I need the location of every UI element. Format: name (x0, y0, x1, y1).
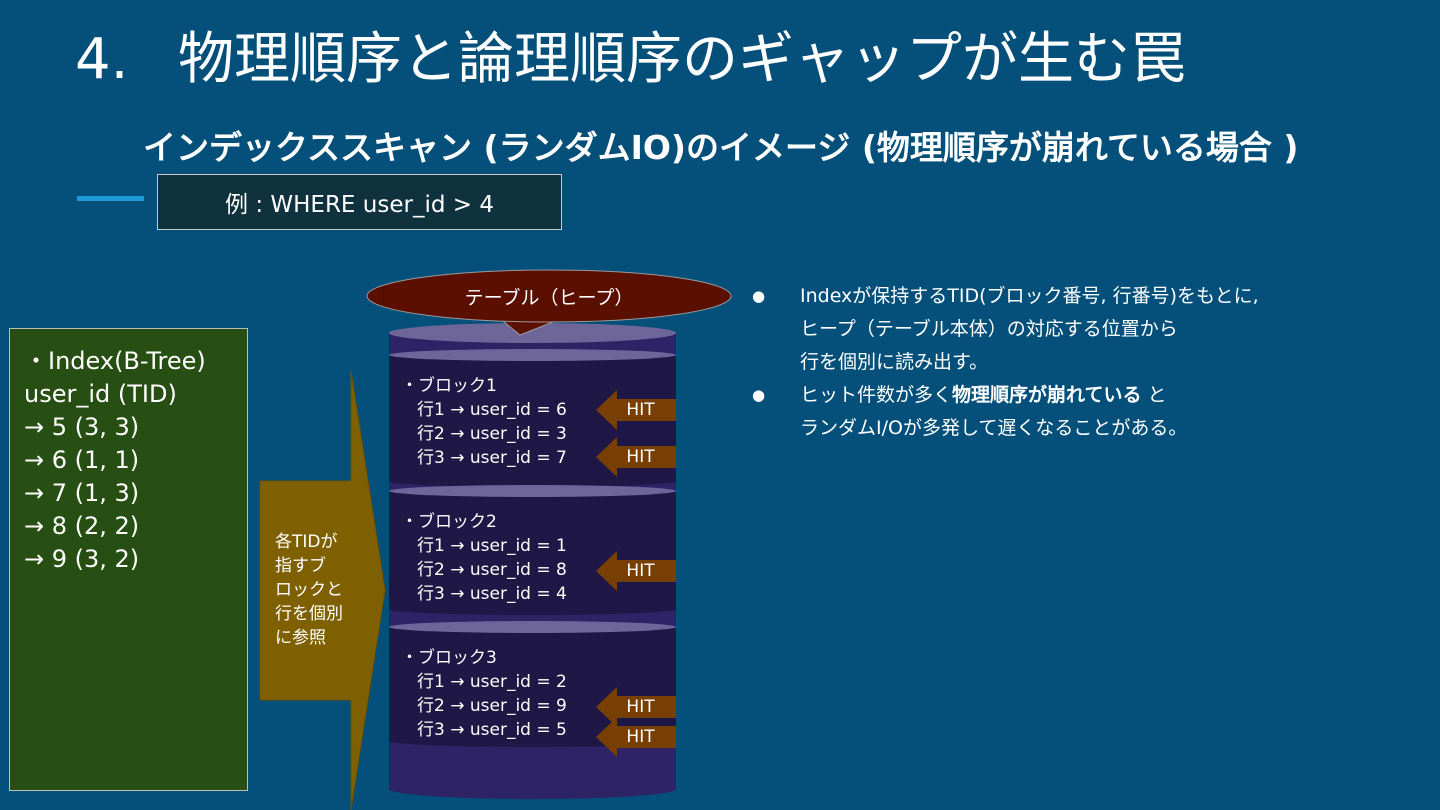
hit-label: HIT (626, 447, 655, 467)
bullet-emphasis: 物理順序が崩れている (952, 384, 1142, 406)
heap-cylinder-bottom (389, 779, 676, 799)
block-2-bottom (389, 603, 676, 615)
arrow-label-line: ロックと (275, 580, 343, 600)
example-query-box: 例 : WHERE user_id > 4 (157, 174, 562, 230)
slide-number: 4. (75, 27, 129, 92)
heap-label-ellipse (366, 269, 732, 323)
index-column-header: user_id (TID) (24, 380, 177, 408)
block-1-title: ・ブロック1 (401, 376, 497, 396)
block-1-row-3: 行3 → user_id = 7 (417, 448, 567, 468)
bullet-line: 行を個別に読み出す。 (800, 351, 989, 373)
bullet-dot-icon: ● (752, 287, 766, 305)
bullet-dot-icon: ● (752, 386, 766, 404)
slide-title: 物理順序と論理順序のギャップが生む罠 (178, 27, 1186, 92)
arrow-label-line: に参照 (275, 628, 326, 648)
heap-cylinder-top (389, 323, 676, 343)
hit-arrow-block2-row2 (596, 551, 676, 591)
hit-arrow-block1-row3 (596, 437, 676, 477)
arrow-label-line: 行を個別 (275, 604, 343, 624)
hit-arrow-block1-row1 (596, 390, 676, 430)
bullet-line: ヒープ（テーブル本体）の対応する位置から (800, 318, 1178, 340)
block-1-top (389, 349, 676, 361)
bullet-line: ランダムI/Oが多発して遅くなることがある。 (800, 417, 1188, 439)
block-1-row-1: 行1 → user_id = 6 (417, 400, 567, 420)
accent-line (77, 196, 144, 201)
block-3-top (389, 621, 676, 633)
index-entry: → 6 (1, 1) (24, 446, 140, 474)
index-box: ・Index(B-Tree) user_id (TID) → 5 (3, 3) … (9, 328, 248, 791)
bullet-line: Indexが保持するTID(ブロック番号, 行番号)をもとに, (800, 285, 1259, 307)
block-3-area (389, 627, 676, 741)
bullet-item: ● ヒット件数が多く物理順序が崩れている と ランダムI/Oが多発して遅くなるこ… (752, 379, 1392, 445)
explanation-bullets: ● Indexが保持するTID(ブロック番号, 行番号)をもとに, ヒープ（テー… (752, 280, 1392, 445)
hit-label: HIT (626, 400, 655, 420)
block-2-top (389, 485, 676, 497)
example-query-text: 例 : WHERE user_id > 4 (225, 192, 494, 218)
index-entry: → 9 (3, 2) (24, 545, 140, 573)
heap-label: テーブル（ヒープ） (464, 286, 634, 309)
bullet-text: と (1141, 384, 1167, 406)
block-2-row-3: 行3 → user_id = 4 (417, 584, 567, 604)
block-2-area (389, 491, 676, 609)
block-3-title: ・ブロック3 (401, 648, 497, 668)
index-heading: ・Index(B-Tree) (24, 347, 206, 375)
arrow-label: 各TIDが 指すブ ロックと 行を個別 に参照 (275, 530, 359, 650)
block-2-row-1: 行1 → user_id = 1 (417, 536, 567, 556)
arrow-label-line: 各TIDが (275, 532, 338, 552)
bullet-text: ヒット件数が多く (800, 384, 953, 406)
block-1-bottom (389, 475, 676, 487)
reference-arrow (259, 370, 386, 810)
index-entry: → 8 (2, 2) (24, 512, 140, 540)
block-3-row-1: 行1 → user_id = 2 (417, 672, 567, 692)
arrow-label-line: 指すブ (275, 556, 326, 576)
hit-label: HIT (626, 727, 655, 747)
hit-arrow-block3-row2 (596, 687, 676, 727)
index-entry: → 5 (3, 3) (24, 413, 140, 441)
index-entry: → 7 (1, 3) (24, 479, 140, 507)
slide-subtitle: インデックススキャン (ランダムIO)のイメージ (物理順序が崩れている場合 ) (143, 128, 1299, 167)
block-2-title: ・ブロック2 (401, 512, 497, 532)
bullet-item: ● Indexが保持するTID(ブロック番号, 行番号)をもとに, ヒープ（テー… (752, 280, 1392, 379)
bullet-line: ヒット件数が多く物理順序が崩れている と (800, 379, 1187, 412)
hit-label: HIT (626, 697, 655, 717)
block-3-row-2: 行2 → user_id = 9 (417, 696, 567, 716)
hit-arrow-block3-row3 (596, 717, 676, 757)
block-1-row-2: 行2 → user_id = 3 (417, 424, 567, 444)
block-2-row-2: 行2 → user_id = 8 (417, 560, 567, 580)
hit-label: HIT (626, 561, 655, 581)
block-3-row-3: 行3 → user_id = 5 (417, 720, 567, 740)
